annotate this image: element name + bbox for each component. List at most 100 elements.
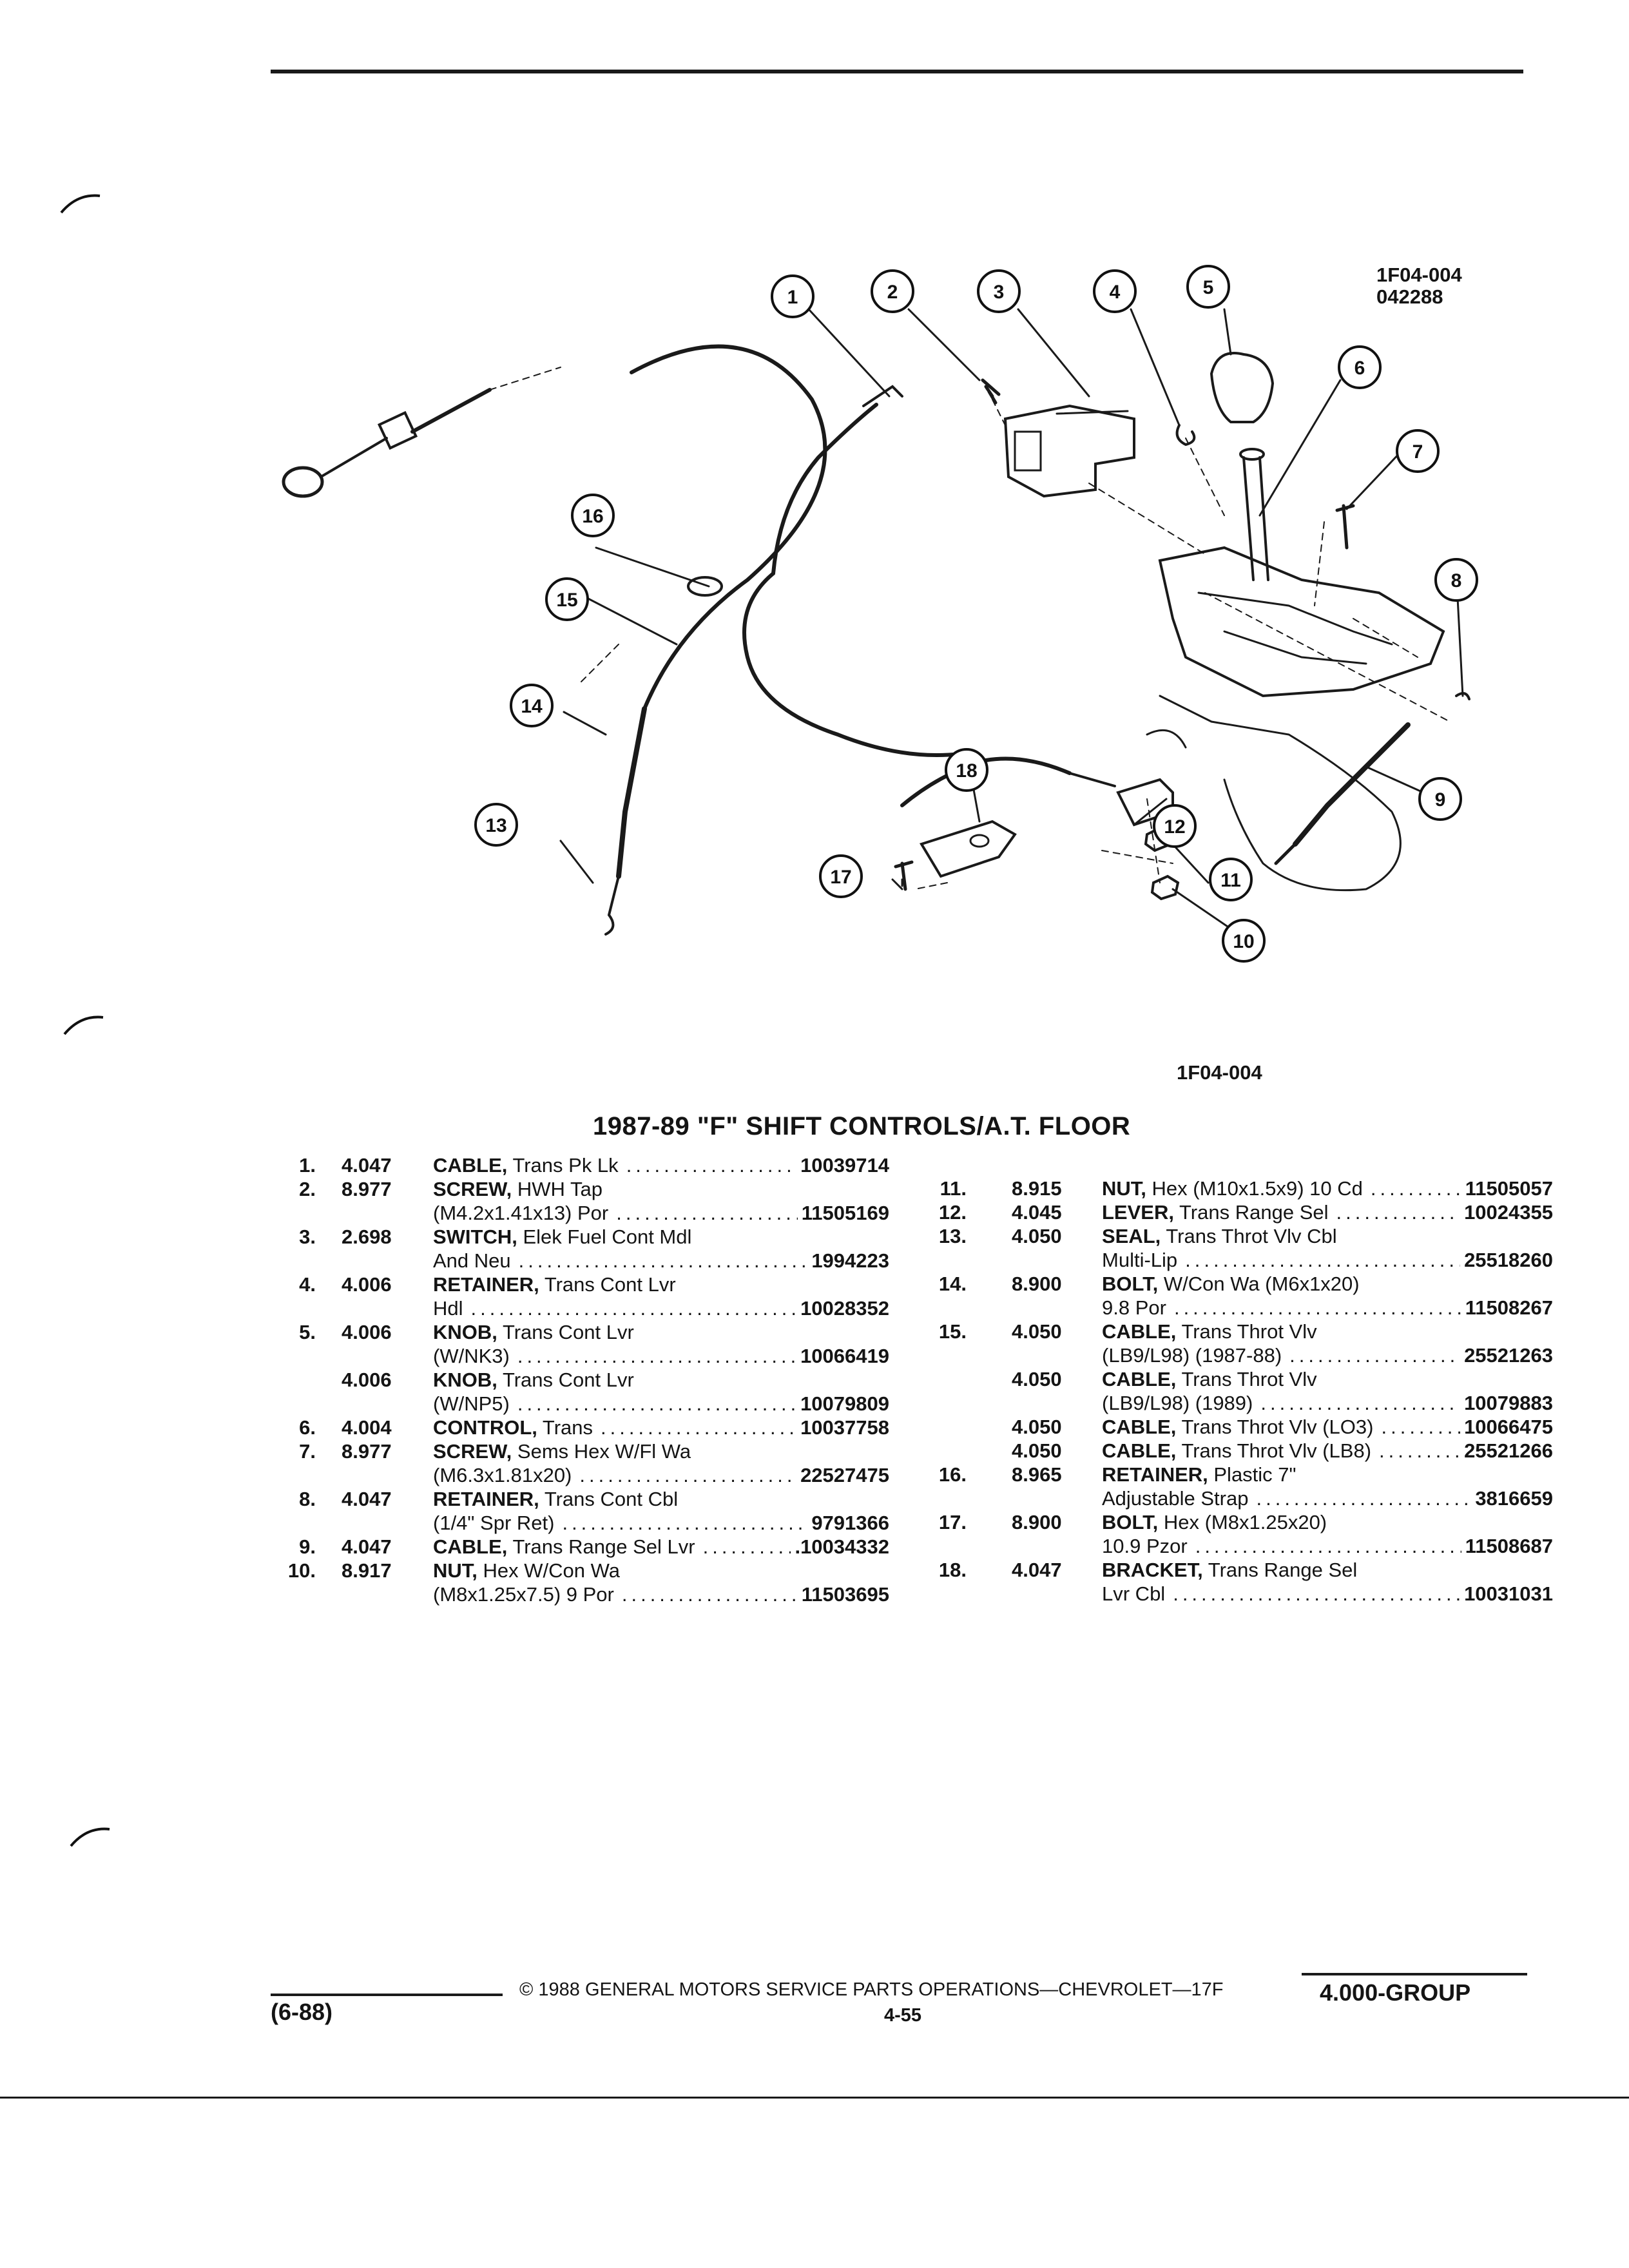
group-number: 8.977 xyxy=(342,1440,392,1463)
part-number: 10037758 xyxy=(800,1416,889,1439)
callout-2: 2 xyxy=(887,282,898,303)
leader-dots: ........................................… xyxy=(1381,1416,1460,1438)
leader-dots: ........................................… xyxy=(1289,1344,1461,1367)
item-number: 18. xyxy=(938,1559,967,1581)
item-number: 5. xyxy=(299,1321,316,1343)
callout-15: 15 xyxy=(556,590,577,611)
part-description: (LB9/L98) (1987-88) xyxy=(1102,1343,1282,1367)
part-desc-text: Trans Cont Cbl xyxy=(539,1488,679,1510)
part-desc-text: Plastic 7" xyxy=(1208,1463,1296,1486)
part-description: 10.9 Pzor xyxy=(1102,1534,1188,1558)
part-desc-text: 10.9 Pzor xyxy=(1102,1535,1188,1557)
leader-dots: ........................................… xyxy=(1379,1439,1460,1462)
leader-dots: ........................................… xyxy=(1260,1392,1460,1414)
part-desc-text: (LB9/L98) (1987-88) xyxy=(1102,1344,1282,1367)
item-number: 16. xyxy=(938,1463,967,1486)
part-desc-text: (M6.3x1.81x20) xyxy=(433,1464,572,1486)
leader-dots: ........................................… xyxy=(1336,1201,1461,1224)
binder-mark xyxy=(63,1015,104,1035)
part-number: 10028352 xyxy=(800,1297,889,1320)
part-description: CABLE, Trans Pk Lk xyxy=(433,1153,619,1177)
part-desc-text: Trans Range Sel xyxy=(1202,1559,1358,1581)
part-name: KNOB, xyxy=(433,1369,497,1391)
callout-11: 11 xyxy=(1220,870,1241,891)
leader-dots: ........................................… xyxy=(1173,1582,1460,1605)
part-number: 11508687 xyxy=(1465,1535,1553,1557)
part-name: BOLT, xyxy=(1102,1511,1159,1533)
item-number: 4. xyxy=(299,1273,316,1296)
group-number: 8.900 xyxy=(1012,1273,1062,1295)
callout-13: 13 xyxy=(485,815,506,836)
park-lock-cable-1 xyxy=(771,403,878,575)
part-description: (W/NK3) xyxy=(433,1344,510,1368)
part-description: (M4.2x1.41x13) Por xyxy=(433,1201,608,1225)
part-description: CABLE, Trans Throt Vlv xyxy=(1102,1367,1317,1391)
part-name: CONTROL, xyxy=(433,1416,537,1439)
part-description: RETAINER, Trans Cont Lvr xyxy=(433,1273,676,1296)
part-desc-text: Trans Range Sel Lvr xyxy=(507,1535,695,1558)
part-number: 11503695 xyxy=(801,1583,889,1606)
part-name: SEAL, xyxy=(1102,1225,1161,1247)
item-number: 1. xyxy=(299,1154,316,1177)
parts-list-row: (LB9/L98) (1989)10079883................… xyxy=(909,1391,1553,1415)
part-name: CABLE, xyxy=(1102,1439,1177,1462)
part-number: 10066419 xyxy=(800,1345,889,1367)
leader-dots: ........................................… xyxy=(579,1464,796,1486)
group-number: 8.917 xyxy=(342,1559,392,1582)
group-number: 4.050 xyxy=(1012,1416,1062,1438)
part-number: 10024355 xyxy=(1464,1201,1553,1224)
parts-list-row: (LB9/L98) (1987-88)25521263.............… xyxy=(909,1343,1553,1367)
part-number: 9791366 xyxy=(811,1512,889,1534)
callout-9: 9 xyxy=(1435,789,1446,811)
part-number: 11505057 xyxy=(1465,1177,1553,1200)
part-description: Multi-Lip xyxy=(1102,1248,1177,1272)
part-description: RETAINER, Trans Cont Cbl xyxy=(433,1487,678,1511)
part-desc-text: And Neu xyxy=(433,1249,511,1272)
leader-dots: ........................................… xyxy=(517,1345,797,1367)
part-name: LEVER, xyxy=(1102,1201,1174,1224)
part-description: (M8x1.25x7.5) 9 Por xyxy=(433,1582,614,1606)
group-number: 4.045 xyxy=(1012,1201,1062,1224)
callout-10: 10 xyxy=(1233,931,1254,952)
part-name: CABLE, xyxy=(1102,1416,1177,1438)
part-number: 25518260 xyxy=(1464,1249,1553,1271)
part-description: CABLE, Trans Throt Vlv (LO3) xyxy=(1102,1415,1373,1439)
part-desc-text: (LB9/L98) (1989) xyxy=(1102,1392,1253,1414)
part-name: BOLT, xyxy=(1102,1273,1159,1295)
range-select-cable-9 xyxy=(1293,722,1411,847)
binder-mark xyxy=(60,194,101,214)
part-number: 25521266 xyxy=(1464,1439,1553,1462)
part-desc-text: (W/NP5) xyxy=(433,1392,510,1415)
part-number: 3816659 xyxy=(1475,1487,1553,1510)
parts-list-row: (1/4" Spr Ret)9791366...................… xyxy=(258,1511,889,1535)
group-number: 4.050 xyxy=(1012,1368,1062,1390)
part-name: NUT, xyxy=(433,1559,477,1582)
callout-18: 18 xyxy=(956,760,977,782)
part-desc-text: Trans Pk Lk xyxy=(507,1154,619,1177)
part-desc-text: (W/NK3) xyxy=(433,1345,510,1367)
part-name: RETAINER, xyxy=(433,1488,539,1510)
park-lock-cable-loop xyxy=(742,572,962,757)
item-number: 9. xyxy=(299,1535,316,1558)
part-name: NUT, xyxy=(1102,1177,1146,1200)
part-desc-text: Trans Range Sel xyxy=(1173,1201,1329,1224)
part-desc-text: Trans Throt Vlv (LB8) xyxy=(1176,1439,1372,1462)
part-number: 22527475 xyxy=(800,1464,889,1486)
leader-dots: ........................................… xyxy=(616,1202,798,1224)
page-title: 1987-89 "F" SHIFT CONTROLS/A.T. FLOOR xyxy=(593,1112,1131,1140)
callout-3: 3 xyxy=(994,282,1005,303)
part-number: 11505169 xyxy=(801,1202,889,1224)
footer-rule-right xyxy=(1302,1973,1527,1975)
footer-rule-left xyxy=(271,1994,503,1996)
throttle-cable-end xyxy=(604,875,620,936)
part-desc-text: Sems Hex W/Fl Wa xyxy=(512,1440,691,1463)
item-number: 17. xyxy=(938,1511,967,1533)
